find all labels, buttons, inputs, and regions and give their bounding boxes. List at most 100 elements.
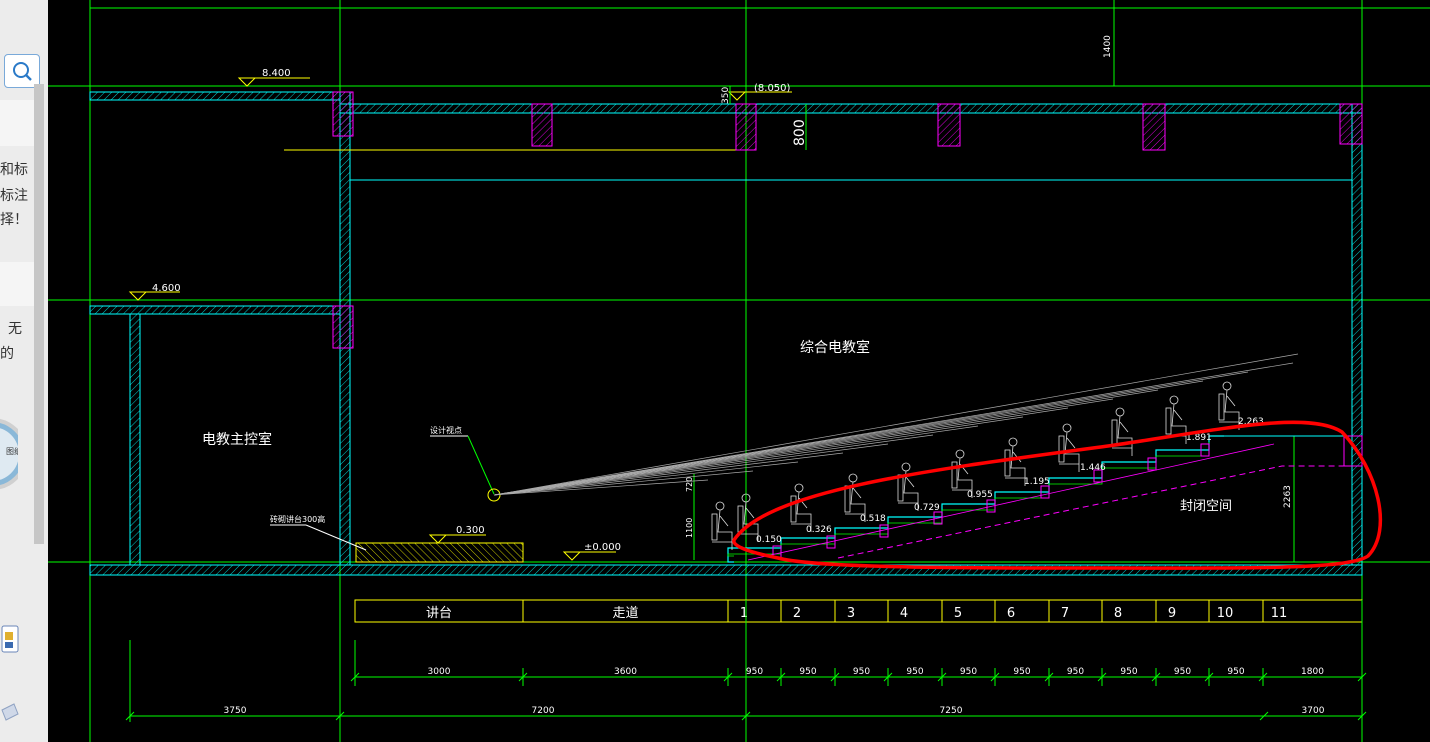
dim-label: 3750 bbox=[224, 706, 247, 716]
room-label-control: 电教主控室 bbox=[202, 431, 272, 448]
elevation-label: 4.600 bbox=[152, 283, 181, 294]
dim-tick-slash bbox=[883, 672, 893, 682]
elevation-label: (8.050) bbox=[754, 83, 791, 94]
sight-line bbox=[493, 416, 1024, 496]
dim-tick-slash bbox=[830, 672, 840, 682]
dim-vertical: 350 bbox=[721, 87, 731, 104]
note-podium: 砖砌讲台300高 bbox=[270, 514, 325, 524]
wall-right bbox=[1351, 103, 1363, 566]
panel-band bbox=[0, 262, 34, 306]
sidebar-scrollbar[interactable] bbox=[34, 84, 44, 544]
leader-line bbox=[467, 435, 495, 495]
sight-line bbox=[493, 434, 934, 496]
tier-underside bbox=[837, 465, 1344, 559]
dim-tick-slash bbox=[776, 672, 786, 682]
app-icon[interactable] bbox=[0, 622, 22, 658]
dim-tick-slash bbox=[723, 672, 733, 682]
step-elevation-label: 1.891 bbox=[1186, 433, 1212, 443]
room-label-closed: 封闭空间 bbox=[1180, 499, 1232, 514]
seated-figure bbox=[1111, 407, 1133, 456]
sidebar-text: 标注 bbox=[0, 188, 28, 204]
step-elevation-label: 0.518 bbox=[860, 514, 886, 524]
row-label: 走道 bbox=[612, 606, 638, 621]
seated-figure bbox=[1004, 437, 1026, 486]
dim-label: 950 bbox=[1227, 667, 1244, 677]
step-elevations: 0.1500.3260.5180.7290.9551.1951.4461.891… bbox=[756, 417, 1264, 545]
dim-label: 950 bbox=[906, 667, 923, 677]
step-elevation-label: 0.150 bbox=[756, 535, 782, 545]
podium bbox=[355, 542, 524, 563]
step-elevation-label: 0.729 bbox=[914, 503, 940, 513]
dim-label: 950 bbox=[1174, 667, 1191, 677]
dim-tick-slash bbox=[1151, 672, 1161, 682]
search-button[interactable] bbox=[4, 54, 40, 88]
tier-support bbox=[1093, 469, 1103, 483]
row-label: 5 bbox=[954, 606, 962, 621]
row-table-frame bbox=[354, 599, 1363, 623]
row-label: 4 bbox=[900, 606, 908, 621]
sight-lines bbox=[493, 353, 1299, 496]
wall-control-inner bbox=[129, 313, 141, 566]
seated-figure bbox=[1058, 423, 1080, 472]
dim-vertical: 720 bbox=[685, 477, 694, 492]
design-viewpoint-marker bbox=[487, 488, 501, 502]
step-elevation-label: 2.263 bbox=[1238, 417, 1264, 427]
row-label: 讲台 bbox=[426, 606, 452, 621]
left-panel: 和标 标注 择！ 无 的 图纸 bbox=[0, 0, 48, 742]
elevation-label: 8.400 bbox=[262, 68, 291, 79]
closed-space-end bbox=[1343, 435, 1363, 467]
dim-label: 950 bbox=[1067, 667, 1084, 677]
dim-label: 950 bbox=[799, 667, 816, 677]
cad-drawing: 8.400 4.600 (8.050) 0.300 ±0.000 1400 35… bbox=[48, 0, 1430, 742]
row-label: 10 bbox=[1217, 606, 1234, 621]
row-label: 9 bbox=[1168, 606, 1176, 621]
tier-support bbox=[1147, 457, 1157, 471]
dim-tick-slash bbox=[1097, 672, 1107, 682]
sight-line bbox=[493, 461, 799, 496]
row-label: 1 bbox=[740, 606, 748, 621]
dim-tick-slash bbox=[1259, 711, 1269, 721]
room-label-main: 综合电教室 bbox=[800, 339, 870, 356]
dim-label: 950 bbox=[853, 667, 870, 677]
slab-control-roof bbox=[89, 91, 341, 101]
dim-tick-slash bbox=[1044, 672, 1054, 682]
elevation-label: ±0.000 bbox=[584, 542, 621, 553]
step-elevation-label: 1.195 bbox=[1024, 477, 1050, 487]
row-label: 8 bbox=[1114, 606, 1122, 621]
dim-vertical: 800 bbox=[792, 119, 808, 146]
dim-label: 950 bbox=[960, 667, 977, 677]
structure bbox=[89, 91, 1363, 576]
tier-support bbox=[1200, 443, 1210, 457]
seated-figure bbox=[711, 501, 733, 550]
slab-control-mid bbox=[89, 305, 341, 315]
sidebar-text: 无 bbox=[8, 321, 22, 337]
dim-label: 7250 bbox=[940, 706, 963, 716]
seated-figure bbox=[897, 462, 919, 511]
leader-line bbox=[305, 524, 367, 551]
tier-support bbox=[933, 511, 943, 525]
step-elevation-label: 0.955 bbox=[967, 490, 993, 500]
app-icon[interactable] bbox=[0, 700, 22, 736]
sidebar-text: 的 bbox=[0, 346, 14, 362]
sidebar-text: 和标 bbox=[0, 162, 28, 178]
elevation-label: 0.300 bbox=[456, 525, 485, 536]
step-elevation-label: 1.446 bbox=[1080, 463, 1106, 473]
thumbnail-icon[interactable]: 图纸 bbox=[0, 416, 18, 492]
dim-label: 950 bbox=[1120, 667, 1137, 677]
slab-ground bbox=[89, 564, 1363, 576]
tier-support bbox=[879, 524, 889, 538]
row-label: 2 bbox=[793, 606, 801, 621]
seated-figure bbox=[1218, 381, 1240, 430]
sight-line bbox=[493, 452, 844, 496]
beam bbox=[1142, 103, 1166, 151]
dim-label: 3000 bbox=[428, 667, 451, 677]
dim-label: 1800 bbox=[1301, 667, 1324, 677]
sight-line bbox=[493, 470, 754, 496]
dim-tick-slash bbox=[990, 672, 1000, 682]
note-design-viewpoint: 设计视点 bbox=[430, 425, 462, 435]
panel-band bbox=[0, 100, 34, 146]
sight-line bbox=[493, 479, 709, 496]
dim-label: 7200 bbox=[532, 706, 555, 716]
